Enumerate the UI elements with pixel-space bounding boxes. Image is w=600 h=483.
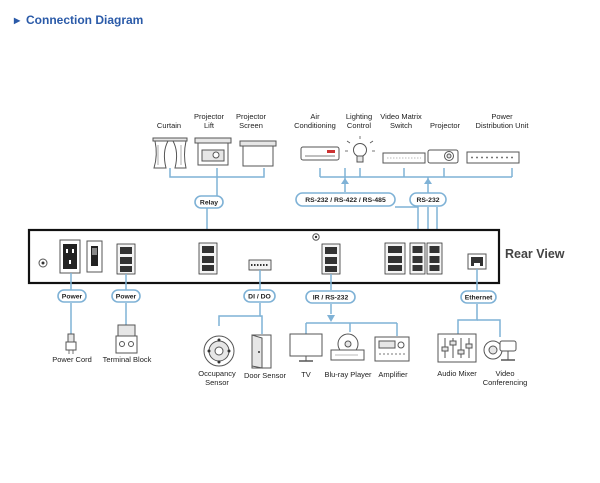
rs-multi-port-label: RS-232 / RS-422 / RS-485 (295, 192, 396, 207)
lighting-control-label-2: Control (347, 121, 372, 130)
air-conditioning-label-1: Air (310, 112, 320, 121)
diagram-title: Connection Diagram (26, 13, 143, 27)
pdu-label-2: Distribution Unit (476, 121, 530, 130)
blu-ray-player-label: Blu-ray Player (324, 370, 372, 379)
video-conferencing-icon (483, 340, 517, 361)
power-port-label-1: Power (57, 289, 87, 303)
svg-text:RS-232 / RS-422 / RS-485: RS-232 / RS-422 / RS-485 (305, 197, 386, 204)
rs232-terminal-icon-2 (426, 242, 443, 275)
tv-label: TV (301, 370, 311, 379)
projector-lift-label-2: Lift (204, 121, 215, 130)
door-sensor-label: Door Sensor (244, 371, 287, 380)
occupancy-sensor-label-1: Occupancy (198, 369, 236, 378)
ir-rs232-port-label: IR / RS-232 (305, 290, 356, 304)
svg-text:DI / DO: DI / DO (248, 294, 271, 301)
curtain-label: Curtain (157, 121, 181, 130)
pdu-label-1: Power (491, 112, 513, 121)
power-cord-icon (65, 333, 77, 354)
svg-text:RS-232: RS-232 (416, 197, 439, 204)
svg-text:Relay: Relay (200, 200, 218, 207)
video-conferencing-label-1: Video (495, 369, 514, 378)
relay-terminal-icon (198, 242, 218, 275)
dido-port-label: DI / DO (243, 289, 276, 303)
power-inlet-icon (59, 239, 81, 274)
door-sensor-icon (251, 334, 272, 369)
amplifier-label: Amplifier (378, 370, 408, 379)
occupancy-sensor-icon (203, 335, 235, 367)
bottom-wiring (70, 269, 501, 337)
power-cord-label: Power Cord (52, 355, 92, 364)
bottom-device-labels: Power Cord Terminal Block Occupancy Sens… (52, 355, 527, 387)
video-matrix-switch-icon (382, 152, 426, 164)
power-distribution-unit-icon (466, 151, 520, 164)
audio-mixer-label: Audio Mixer (437, 369, 477, 378)
terminal-block-label: Terminal Block (103, 355, 152, 364)
rs485-terminal-icon (384, 242, 406, 275)
audio-mixer-icon (437, 333, 477, 363)
blu-ray-player-icon (330, 333, 365, 361)
projector-screen-label-1: Projector (236, 112, 267, 121)
dc-power-terminal-icon (116, 243, 136, 275)
ethernet-port-icon (467, 253, 487, 270)
tv-icon (289, 333, 323, 362)
projector-icon (427, 149, 459, 164)
power-switch-icon (86, 240, 103, 273)
amplifier-icon (374, 336, 410, 362)
svg-text:Power: Power (62, 294, 83, 301)
lightbulb-icon (345, 136, 375, 163)
lighting-control-label-1: Lighting (346, 112, 372, 121)
projector-lift-icon (194, 137, 232, 166)
ethernet-port-label: Ethernet (460, 290, 497, 304)
projector-label: Projector (430, 121, 461, 130)
air-conditioner-icon (300, 146, 340, 161)
projector-screen-icon (239, 140, 277, 167)
rs232-top-port-label: RS-232 (409, 192, 447, 207)
occupancy-sensor-label-2: Sensor (205, 378, 229, 387)
video-matrix-label-1: Video Matrix (380, 112, 422, 121)
power-port-label-2: Power (111, 289, 141, 303)
svg-text:IR / RS-232: IR / RS-232 (313, 295, 349, 302)
rear-panel (27, 228, 501, 285)
relay-port-label: Relay (194, 195, 224, 209)
top-device-labels: Curtain Projector Lift Projector Screen … (157, 112, 529, 130)
air-conditioning-label-2: Conditioning (294, 121, 336, 130)
video-conferencing-label-2: Conferencing (483, 378, 528, 387)
dido-terminal-icon (248, 259, 272, 271)
projector-lift-label-1: Projector (194, 112, 225, 121)
rear-view-label: Rear View (505, 247, 565, 261)
video-matrix-label-2: Switch (390, 121, 412, 130)
ir-rs232-terminal-icon (321, 243, 341, 275)
terminal-block-icon (115, 324, 138, 354)
rs232-terminal-icon-1 (409, 242, 426, 275)
heading-bullet-icon: ▶ (13, 16, 21, 25)
svg-text:Ethernet: Ethernet (465, 295, 493, 302)
curtain-icon (152, 137, 188, 169)
svg-text:Power: Power (116, 294, 137, 301)
projector-screen-label-2: Screen (239, 121, 263, 130)
